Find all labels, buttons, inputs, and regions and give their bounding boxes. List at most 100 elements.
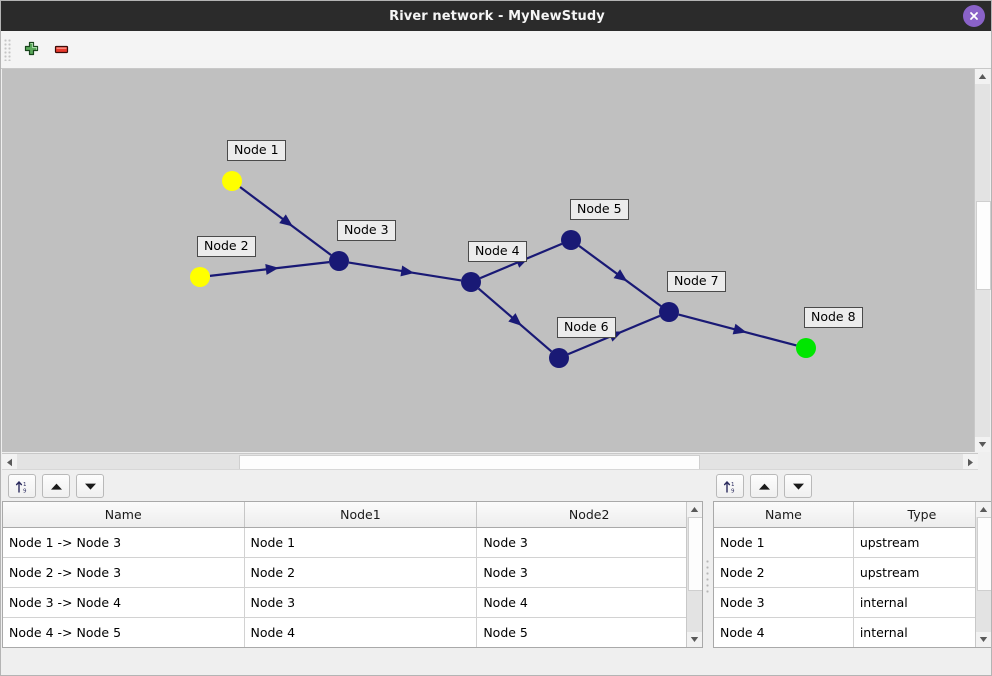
network-graph-canvas[interactable]: Node 1 Node 2 Node 3 Node 4 Node 5 Node 6 Node… <box>2 69 978 452</box>
table-cell-empty[interactable] <box>244 648 477 649</box>
scroll-up-icon[interactable] <box>976 502 991 517</box>
arrow-up-icon[interactable] <box>750 474 778 498</box>
branch-column-header-node2[interactable]: Node2 <box>476 502 702 528</box>
branch-scroll-thumb[interactable] <box>688 517 702 591</box>
svg-text:9: 9 <box>23 488 27 494</box>
table-cell-node2[interactable]: Node 4 <box>476 587 702 618</box>
branch-table-scrollbar[interactable] <box>686 502 702 647</box>
scroll-left-icon[interactable] <box>2 454 17 470</box>
scroll-right-icon[interactable] <box>963 454 978 470</box>
table-cell-node1[interactable]: Node 3 <box>244 587 478 618</box>
arrow-down-icon[interactable] <box>784 474 812 498</box>
table-cell-name[interactable]: Node 3 -> Node 4 <box>3 587 245 618</box>
table-cell-type[interactable]: internal <box>853 587 991 618</box>
branch-panel-toolbar: 1 9 <box>2 471 703 501</box>
canvas-hscroll-thumb[interactable] <box>239 455 700 470</box>
branch-panel: 1 9 Name Node1 Node2 <box>2 471 703 675</box>
table-cell-name[interactable]: Node 1 <box>714 527 854 558</box>
canvas-horizontal-scrollbar[interactable] <box>2 453 978 470</box>
table-cell-node2[interactable]: Node 5 <box>476 617 702 647</box>
window-titlebar: River network - MyNewStudy <box>1 1 991 31</box>
graph-node[interactable] <box>329 251 349 271</box>
table-cell-name[interactable]: Node 2 <box>714 557 854 588</box>
graph-node[interactable] <box>461 272 481 292</box>
table-cell-empty[interactable] <box>853 648 990 649</box>
table-cell-node2[interactable]: Node 3 <box>476 557 702 588</box>
table-cell-empty[interactable] <box>3 648 244 649</box>
table-cell-name[interactable]: Node 2 -> Node 3 <box>3 557 245 588</box>
graph-nodes <box>190 171 816 368</box>
branch-column-header-name[interactable]: Name <box>3 502 245 528</box>
graph-node[interactable] <box>796 338 816 358</box>
node-table-scrollbar[interactable] <box>975 502 991 647</box>
scroll-up-icon[interactable] <box>687 502 702 517</box>
svg-text:1: 1 <box>731 482 735 488</box>
table-cell-name[interactable]: Node 1 -> Node 3 <box>3 527 245 558</box>
table-cell-type[interactable]: upstream <box>853 557 991 588</box>
table-cell-node1[interactable]: Node 4 <box>244 617 478 647</box>
node-column-header-type[interactable]: Type <box>853 502 991 528</box>
node-column-header-name[interactable]: Name <box>714 502 854 528</box>
graph-node[interactable] <box>222 171 242 191</box>
graph-node-label[interactable]: Node 3 <box>337 220 396 241</box>
node-panel-toolbar: 1 9 <box>711 471 991 501</box>
graph-node[interactable] <box>190 267 210 287</box>
add-plus-icon[interactable] <box>16 35 46 65</box>
sort-icon[interactable]: 1 9 <box>8 474 36 498</box>
scroll-down-icon[interactable] <box>687 632 702 647</box>
sort-icon[interactable]: 1 9 <box>716 474 744 498</box>
scroll-down-icon[interactable] <box>976 632 991 647</box>
canvas-vscroll-track[interactable] <box>975 84 991 437</box>
scroll-up-icon[interactable] <box>975 69 990 84</box>
svg-text:1: 1 <box>23 482 27 488</box>
table-cell-name[interactable]: Node 4 -> Node 5 <box>3 617 245 647</box>
graph-node[interactable] <box>659 302 679 322</box>
table-cell-node1[interactable]: Node 2 <box>244 557 478 588</box>
node-scroll-thumb[interactable] <box>977 517 991 591</box>
graph-node-label[interactable]: Node 7 <box>667 271 726 292</box>
graph-node[interactable] <box>561 230 581 250</box>
table-row-empty[interactable] <box>714 648 991 649</box>
graph-node-label[interactable]: Node 2 <box>197 236 256 257</box>
table-cell-empty[interactable] <box>714 648 853 649</box>
graph-node[interactable] <box>549 348 569 368</box>
canvas-vertical-scrollbar[interactable] <box>974 69 991 452</box>
close-icon[interactable] <box>963 5 985 27</box>
table-cell-node1[interactable]: Node 1 <box>244 527 478 558</box>
canvas-hscroll-track[interactable] <box>17 454 963 470</box>
branch-scroll-track[interactable] <box>687 517 702 632</box>
table-cell-name[interactable]: Node 3 <box>714 587 854 618</box>
table-cell-name[interactable]: Node 4 <box>714 617 854 647</box>
table-cell-type[interactable]: internal <box>853 617 991 647</box>
delete-minus-icon[interactable] <box>46 35 76 65</box>
canvas-vscroll-thumb[interactable] <box>976 201 991 290</box>
branch-column-header-node1[interactable]: Node1 <box>244 502 478 528</box>
graph-node-label[interactable]: Node 4 <box>468 241 527 262</box>
table-cell-node2[interactable]: Node 3 <box>476 527 702 558</box>
toolbar-grip[interactable] <box>4 38 11 61</box>
node-table-header-row: Name Type <box>714 502 991 528</box>
graph-node-label[interactable]: Node 6 <box>557 317 616 338</box>
table-cell-empty[interactable] <box>477 648 702 649</box>
arrow-down-icon[interactable] <box>76 474 104 498</box>
node-scroll-track[interactable] <box>976 517 991 632</box>
scroll-down-icon[interactable] <box>975 437 990 452</box>
graph-node-label[interactable]: Node 1 <box>227 140 286 161</box>
table-cell-type[interactable]: upstream <box>853 527 991 558</box>
graph-node-label[interactable]: Node 5 <box>570 199 629 220</box>
graph-node-label[interactable]: Node 8 <box>804 307 863 328</box>
table-row-empty[interactable] <box>3 648 702 649</box>
arrow-up-icon[interactable] <box>42 474 70 498</box>
vertical-splitter[interactable] <box>703 478 711 675</box>
